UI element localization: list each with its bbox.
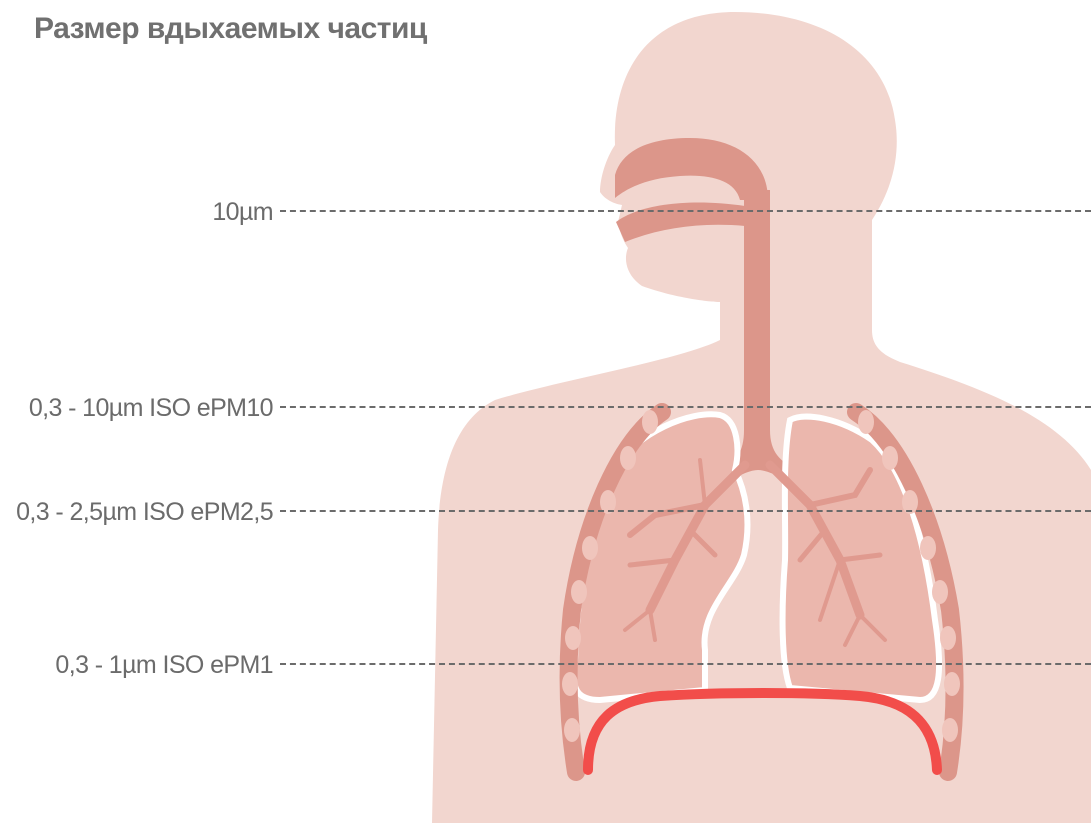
level-line-epm10 xyxy=(280,406,1091,408)
level-line-epm1 xyxy=(280,663,1091,665)
level-label-epm1: 0,3 - 1µm ISO ePM1 xyxy=(55,650,273,680)
level-label-10um: 10µm xyxy=(212,197,273,227)
level-line-epm2-5 xyxy=(280,510,1091,512)
level-label-epm10: 0,3 - 10µm ISO ePM10 xyxy=(29,393,273,423)
level-label-epm2-5: 0,3 - 2,5µm ISO ePM2,5 xyxy=(16,497,273,527)
level-line-10um xyxy=(280,210,1091,212)
